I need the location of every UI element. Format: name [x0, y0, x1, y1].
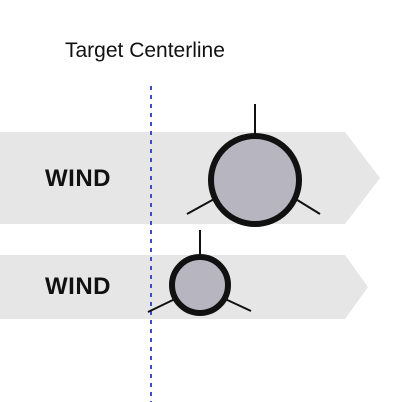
target-large-circle	[208, 133, 302, 227]
target-small-prong-left	[147, 297, 178, 313]
target-large-prong-right	[293, 197, 321, 215]
target-marker-small	[147, 230, 252, 316]
target-small-circle	[169, 254, 231, 316]
target-small-prong-right	[222, 297, 252, 312]
wind-label-1: WIND	[45, 165, 111, 192]
target-large-prong-left	[186, 197, 217, 215]
wind-label-2: WIND	[45, 273, 111, 300]
diagram-title: Target Centerline	[65, 39, 225, 62]
target-marker-large	[186, 104, 321, 227]
